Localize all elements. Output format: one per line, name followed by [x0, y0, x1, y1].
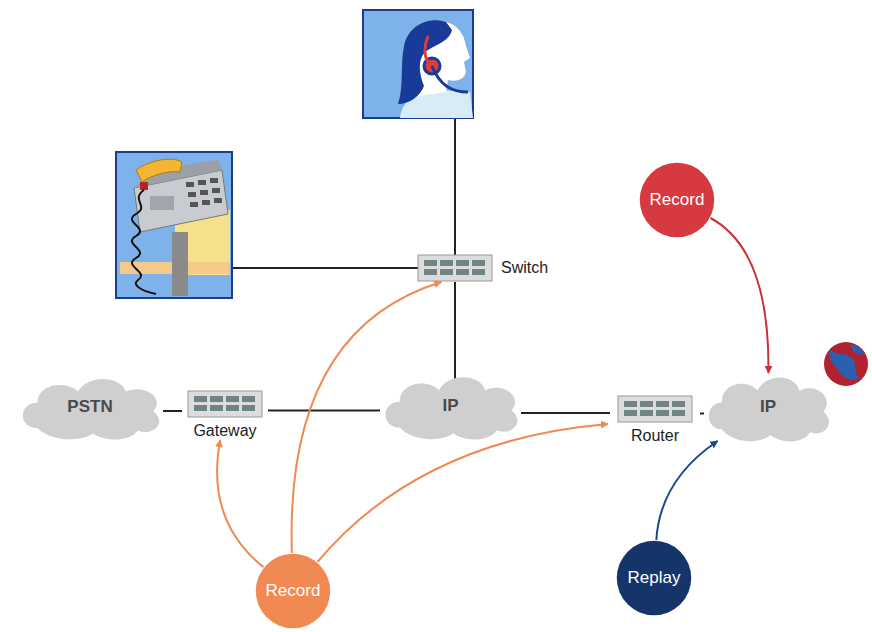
record-circle: Record [255, 553, 331, 629]
node-label: Switch [501, 259, 548, 277]
router-device: Router [608, 395, 702, 445]
node-label: Replay [628, 568, 681, 588]
network-cloud: IP [702, 370, 834, 444]
node-label: PSTN [67, 397, 112, 417]
node-label: IP [760, 397, 776, 417]
device-icon [617, 395, 693, 423]
replay-circle: Replay [616, 540, 692, 616]
record-circle: Record [639, 162, 715, 238]
node-label: Router [631, 427, 679, 445]
node-label: Gateway [193, 422, 256, 440]
network-cloud: PSTN [15, 372, 165, 442]
switch-device: Switch [417, 254, 557, 282]
network-link [700, 413, 704, 415]
device-icon [417, 254, 493, 282]
arrow-connector [317, 424, 608, 562]
device-icon [187, 390, 263, 418]
arrow-connector [217, 440, 263, 567]
network-cloud: IP [378, 370, 523, 442]
agent-icon [363, 10, 473, 118]
gateway-device: Gateway [180, 390, 270, 440]
globe-icon [824, 342, 868, 386]
agent-wire [454, 118, 456, 256]
arrow-connector [656, 441, 717, 540]
arrow-connector [710, 218, 768, 373]
phone-wire [232, 267, 420, 269]
network-link [268, 410, 380, 412]
node-label: Record [650, 190, 705, 210]
network-link [163, 410, 182, 412]
phone-icon [116, 152, 232, 298]
network-link [454, 282, 456, 380]
node-label: IP [442, 396, 458, 416]
network-link [521, 412, 610, 414]
node-label: Record [266, 581, 321, 601]
